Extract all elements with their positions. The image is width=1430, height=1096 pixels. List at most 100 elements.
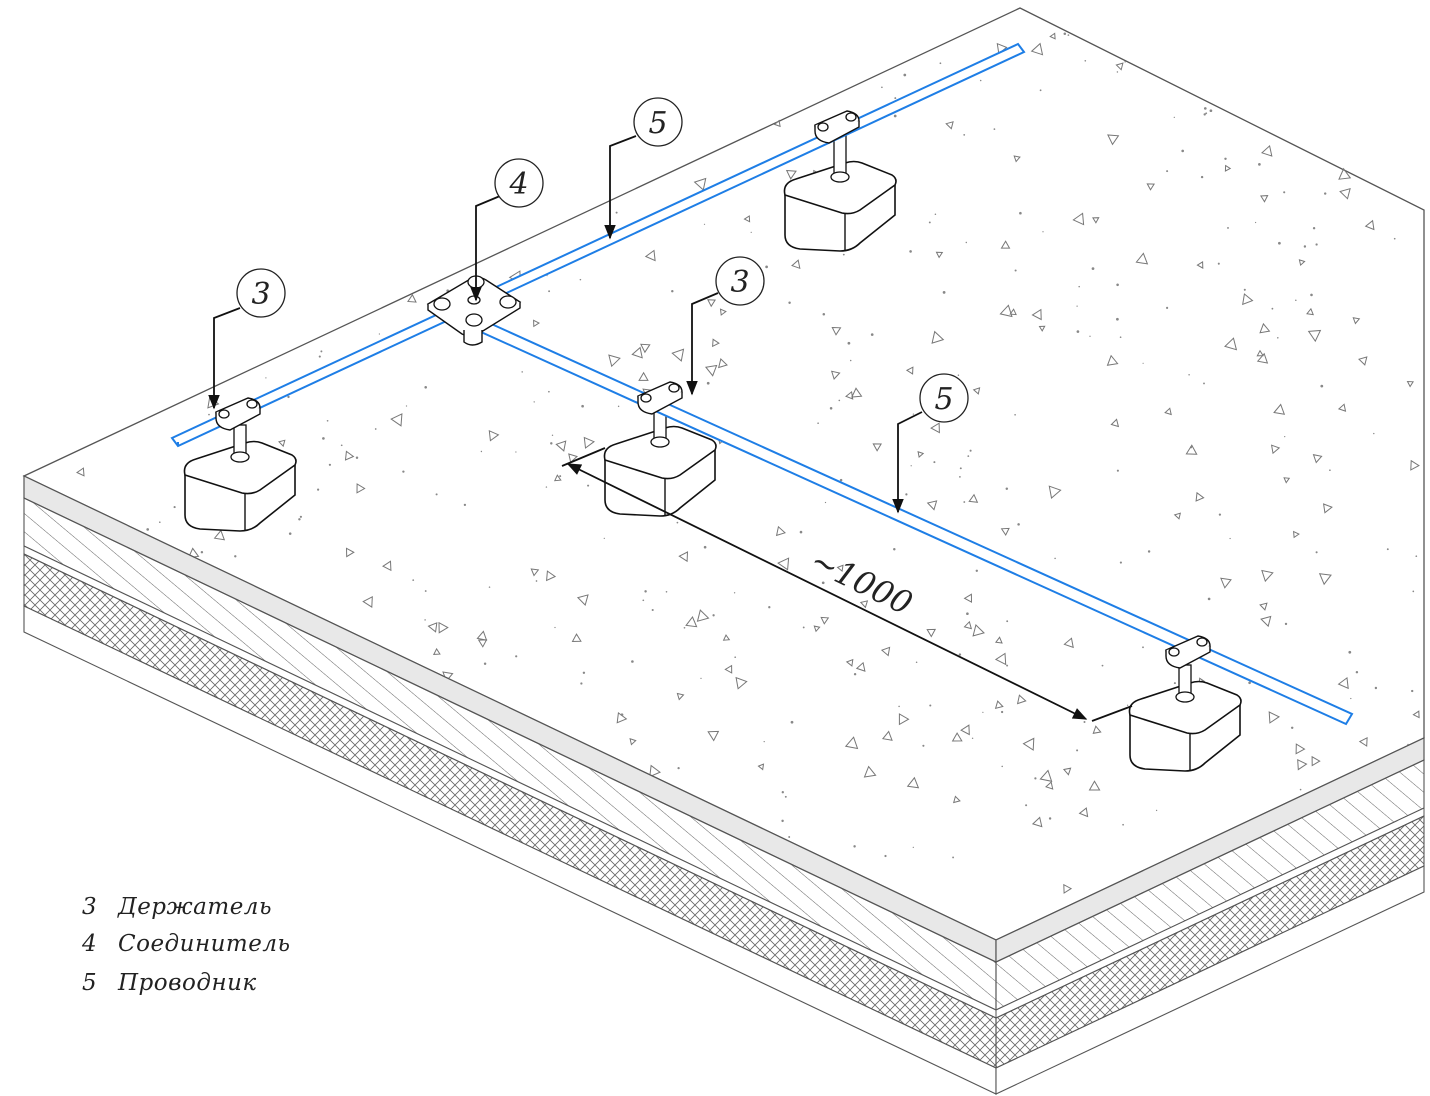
aggregate-dot xyxy=(768,606,771,609)
aggregate-dot xyxy=(1116,71,1119,73)
aggregate-triangle xyxy=(1259,602,1268,611)
aggregate-dot xyxy=(1320,384,1324,388)
aggregate-triangle xyxy=(1185,444,1198,455)
aggregate-triangle xyxy=(629,738,637,746)
aggregate-dot xyxy=(903,73,907,77)
aggregate-triangle xyxy=(718,358,728,369)
aggregate-dot xyxy=(958,653,962,656)
aggregate-dot xyxy=(402,470,405,473)
aggregate-dot xyxy=(1348,650,1352,654)
aggregate-dot xyxy=(1091,267,1095,270)
aggregate-dot xyxy=(884,854,887,858)
aggregate-dot xyxy=(533,401,535,403)
aggregate-dot xyxy=(1415,555,1418,558)
aggregate-dot xyxy=(317,488,320,491)
aggregate-dot xyxy=(915,661,918,664)
legend-item-4-number: 4 xyxy=(81,931,97,957)
aggregate-dot xyxy=(642,599,645,602)
aggregate-dot xyxy=(405,405,408,407)
aggregate-triangle xyxy=(345,547,355,558)
aggregate-dot xyxy=(781,819,784,823)
aggregate-dot xyxy=(979,79,982,82)
aggregate-dot xyxy=(1122,823,1124,826)
aggregate-dot xyxy=(1067,34,1070,36)
aggregate-triangle xyxy=(477,639,488,648)
callout-5-top-number: 5 xyxy=(648,106,667,141)
aggregate-triangle xyxy=(863,765,877,778)
aggregate-dot xyxy=(1005,487,1009,490)
aggregate-dot xyxy=(378,333,381,335)
aggregate-dot xyxy=(975,569,978,572)
aggregate-dot xyxy=(963,501,966,503)
aggregate-dot xyxy=(1203,107,1207,110)
aggregate-dot xyxy=(480,450,483,453)
aggregate-dot xyxy=(928,221,931,224)
aggregate-triangle xyxy=(1195,491,1205,502)
aggregate-triangle xyxy=(1259,322,1271,334)
aggregate-dot xyxy=(1243,288,1246,291)
aggregate-dot xyxy=(1126,704,1129,706)
aggregate-dot xyxy=(934,213,937,216)
aggregate-triangle xyxy=(1338,167,1352,180)
aggregate-dot xyxy=(298,518,301,521)
aggregate-dot xyxy=(515,655,518,658)
aggregate-triangle xyxy=(707,730,720,742)
aggregate-dot xyxy=(671,289,674,293)
aggregate-dot xyxy=(1006,664,1009,667)
aggregate-dot xyxy=(847,341,851,345)
aggregate-dot xyxy=(374,428,377,430)
cross-connector xyxy=(426,275,522,346)
aggregate-dot xyxy=(1000,710,1004,714)
aggregate-dot xyxy=(1083,720,1086,724)
aggregate-dot xyxy=(1084,59,1087,62)
aggregate-triangle xyxy=(1311,755,1321,767)
aggregate-dot xyxy=(1173,116,1175,119)
aggregate-triangle xyxy=(1031,308,1042,321)
aggregate-dot xyxy=(355,456,359,460)
support-block-back xyxy=(783,134,897,252)
support-block-left xyxy=(183,424,297,532)
aggregate-triangle xyxy=(1307,329,1322,343)
aggregate-triangle xyxy=(881,730,893,741)
aggregate-dot xyxy=(554,626,556,629)
aggregate-triangle xyxy=(1364,219,1375,231)
aggregate-dot xyxy=(982,711,984,714)
aggregate-dot xyxy=(1295,299,1297,301)
aggregate-triangle xyxy=(427,622,438,633)
aggregate-dot xyxy=(959,476,961,478)
aggregate-dot xyxy=(969,449,972,452)
aggregate-dot xyxy=(1278,241,1281,245)
aggregate-triangle xyxy=(530,568,540,577)
aggregate-triangle xyxy=(438,621,449,634)
aggregate-triangle xyxy=(1078,807,1089,818)
aggregate-dot xyxy=(1006,620,1009,623)
aggregate-dot xyxy=(587,484,590,487)
aggregate-dot xyxy=(881,86,883,89)
aggregate-dot xyxy=(824,501,827,504)
aggregate-dot xyxy=(1048,817,1052,820)
aggregate-dot xyxy=(967,455,970,457)
aggregate-dot xyxy=(703,545,707,549)
aggregate-triangle xyxy=(945,121,954,130)
aggregate-dot xyxy=(703,223,706,225)
aggregate-triangle xyxy=(1063,883,1073,894)
aggregate-dot xyxy=(1299,788,1302,791)
aggregate-dot xyxy=(1271,307,1274,310)
aggregate-dot xyxy=(788,836,791,838)
aggregate-triangle xyxy=(362,595,373,608)
aggregate-triangle xyxy=(1107,134,1120,146)
holder-clamp-back xyxy=(814,110,860,144)
aggregate-dot xyxy=(763,740,765,743)
aggregate-triangle xyxy=(1092,217,1100,224)
aggregate-dot xyxy=(712,614,715,617)
aggregate-dot xyxy=(535,580,538,582)
aggregate-dot xyxy=(1315,551,1318,554)
aggregate-triangle xyxy=(1000,240,1011,249)
aggregate-triangle xyxy=(999,304,1013,318)
legend-item-4-label: Соединитель xyxy=(118,931,291,957)
aggregate-dot xyxy=(1209,109,1213,113)
aggregate-dot xyxy=(1019,211,1022,215)
aggregate-triangle xyxy=(1270,444,1281,455)
aggregate-dot xyxy=(340,444,343,447)
aggregate-dot xyxy=(299,515,303,518)
